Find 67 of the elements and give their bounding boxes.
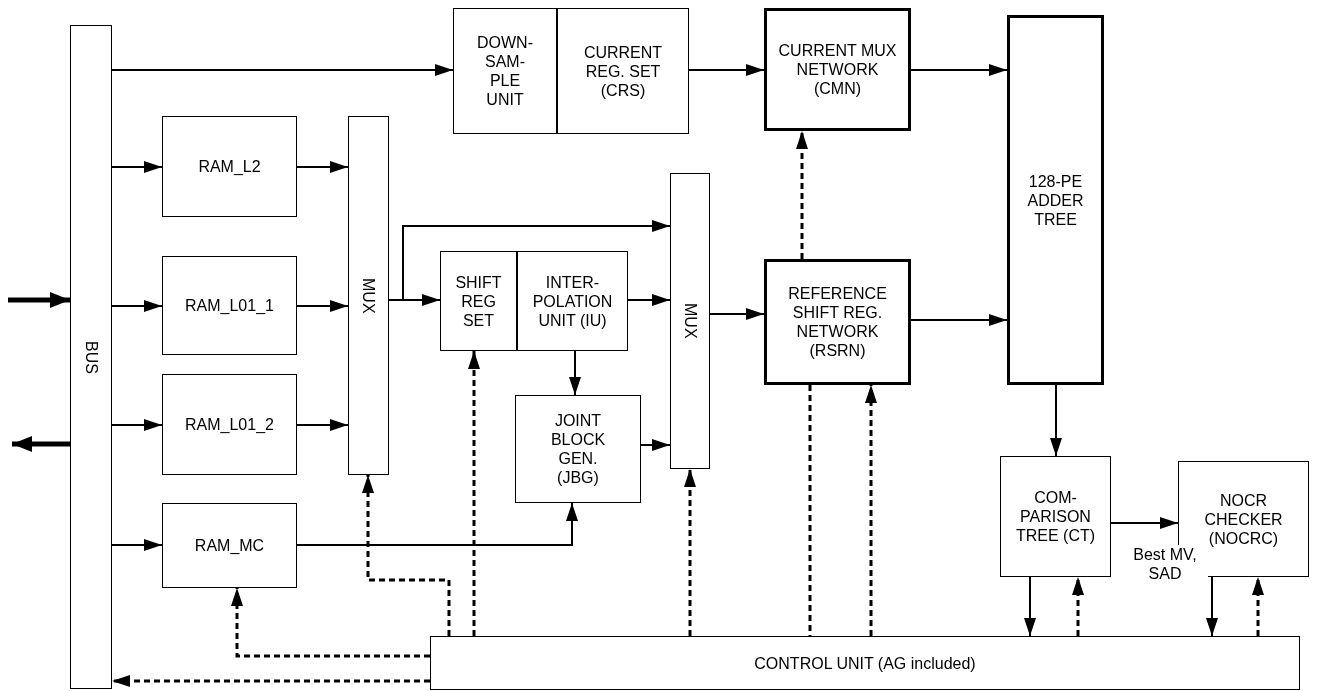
block-label: MUX: [359, 277, 378, 314]
arrow: [111, 539, 163, 551]
bus-bar: [70, 25, 112, 689]
block-label: DOWN- SAM- PLE UNIT: [476, 33, 534, 109]
arrow: [388, 294, 441, 306]
block-box: [764, 8, 911, 131]
block-label: RAM_MC: [193, 536, 266, 555]
arrow: [111, 419, 163, 431]
block-box: [764, 259, 911, 385]
arrow: [111, 300, 163, 312]
block-label: SHIFT REG SET: [454, 272, 503, 330]
block-label: JOINT BLOCK GEN. (JBG): [549, 411, 607, 487]
arrow: [627, 294, 671, 306]
block-label: CONTROL UNIT (AG included): [753, 653, 977, 673]
dashed-arrow: [231, 588, 430, 658]
arrow: [910, 314, 1008, 326]
arrow: [1110, 517, 1179, 529]
block-label: MUX: [680, 303, 700, 339]
block-label: CURRENT REG. SET (CRS): [582, 42, 664, 100]
block-box: [162, 374, 297, 475]
dashed-arrow: [684, 469, 696, 636]
block-label: CURRENT MUX NETWORK (CMN): [777, 41, 898, 98]
arrow: [640, 439, 671, 451]
multiplexer-block: [348, 116, 389, 475]
block-box: [1007, 15, 1104, 385]
arrow: [111, 161, 163, 173]
block-box: [162, 256, 297, 355]
block-box: [440, 251, 517, 351]
arrow: [296, 300, 349, 312]
dashed-arrow: [1252, 577, 1264, 636]
arrow: [111, 64, 454, 76]
control-unit-box: [430, 636, 1300, 690]
arrow: [569, 350, 581, 396]
arrow: [1050, 384, 1062, 457]
block-box: [515, 395, 641, 503]
arrow: [1024, 576, 1036, 637]
block-label: INTER- POLATION UNIT (IU): [531, 272, 614, 330]
block-label: RAM_L2: [197, 157, 262, 176]
arrow: [296, 502, 578, 546]
block-box: [162, 116, 297, 217]
block-label: BUS: [81, 340, 101, 374]
block-box: [162, 503, 297, 588]
block-label: COM- PARISON TREE (CT): [1014, 488, 1097, 545]
dashed-arrow: [112, 675, 430, 687]
block-box: [453, 8, 557, 134]
dashed-arrow: [796, 131, 808, 259]
block-label: NOCR CHECKER (NOCRC): [1203, 490, 1284, 548]
arrow: [910, 64, 1008, 76]
arrow: [709, 308, 765, 320]
dashed-arrow: [362, 475, 451, 636]
dashed-arrow: [1072, 577, 1084, 636]
block-box: [557, 8, 689, 134]
arrow: [688, 64, 765, 76]
arrow: [8, 292, 70, 308]
block-label: 128-PE ADDER TREE: [1026, 171, 1085, 229]
dashed-arrow: [468, 351, 480, 636]
dashed-arrow: [865, 385, 877, 636]
arrow: [296, 419, 349, 431]
arrow: [12, 436, 70, 452]
block-box: [517, 251, 628, 351]
block-label: REFERENCE SHIFT REG. NETWORK (RSRN): [787, 284, 888, 360]
arrow: [1206, 576, 1218, 637]
block-box: [1000, 456, 1111, 577]
multiplexer-block: [670, 173, 710, 469]
block-label: RAM_L01_1: [184, 296, 275, 315]
arrow: [296, 161, 349, 173]
block-label: RAM_L01_2: [184, 415, 275, 434]
